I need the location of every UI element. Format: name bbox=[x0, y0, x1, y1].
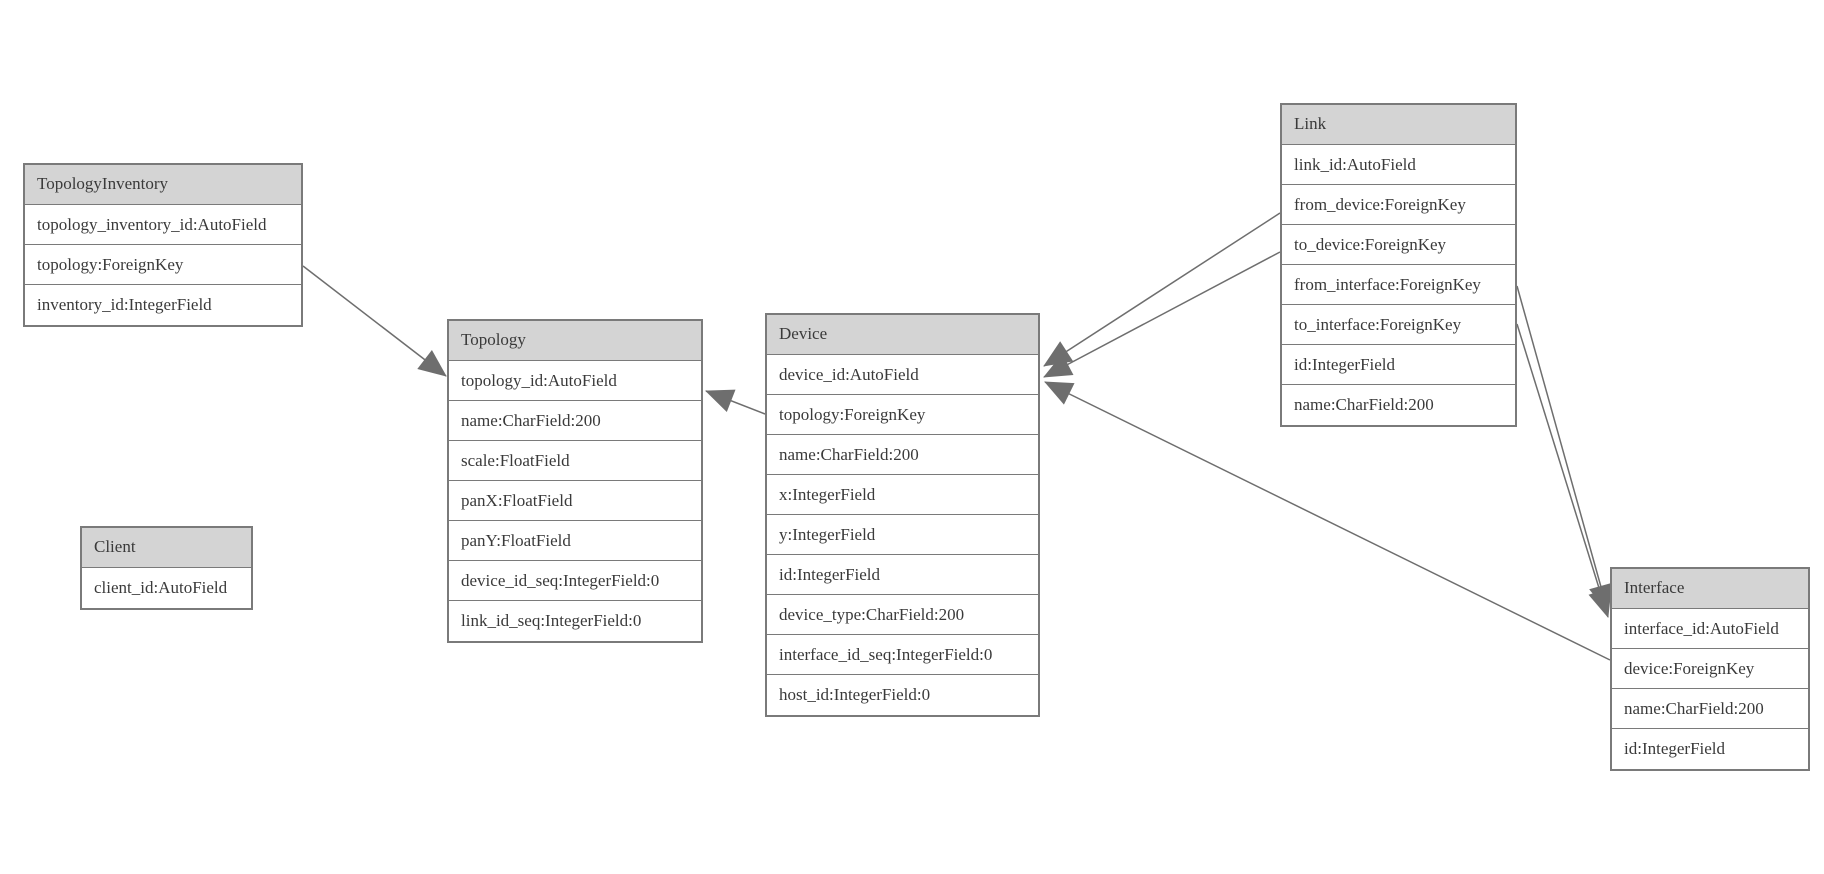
field-row-link: id:IntegerField bbox=[1282, 345, 1515, 385]
field-row-link: from_interface:ForeignKey bbox=[1282, 265, 1515, 305]
field-row-link: to_device:ForeignKey bbox=[1282, 225, 1515, 265]
field-row-topology: device_id_seq:IntegerField:0 bbox=[449, 561, 701, 601]
field-row-topology-inventory: inventory_id:IntegerField bbox=[25, 285, 301, 325]
field-row-device: interface_id_seq:IntegerField:0 bbox=[767, 635, 1038, 675]
field-row-device: topology:ForeignKey bbox=[767, 395, 1038, 435]
field-row-topology: panX:FloatField bbox=[449, 481, 701, 521]
entity-title-client: Client bbox=[82, 528, 251, 568]
field-row-link: name:CharField:200 bbox=[1282, 385, 1515, 425]
field-row-interface: id:IntegerField bbox=[1612, 729, 1808, 769]
field-row-interface: device:ForeignKey bbox=[1612, 649, 1808, 689]
field-row-topology: link_id_seq:IntegerField:0 bbox=[449, 601, 701, 641]
field-row-client: client_id:AutoField bbox=[82, 568, 251, 608]
field-row-topology: name:CharField:200 bbox=[449, 401, 701, 441]
field-row-device: y:IntegerField bbox=[767, 515, 1038, 555]
field-row-interface: name:CharField:200 bbox=[1612, 689, 1808, 729]
field-row-link: from_device:ForeignKey bbox=[1282, 185, 1515, 225]
edge-device-topology-fk bbox=[705, 389, 766, 415]
field-row-topology: scale:FloatField bbox=[449, 441, 701, 481]
field-row-topology-inventory: topology_inventory_id:AutoField bbox=[25, 205, 301, 245]
field-row-link: to_interface:ForeignKey bbox=[1282, 305, 1515, 345]
entity-title-device: Device bbox=[767, 315, 1038, 355]
field-row-device: name:CharField:200 bbox=[767, 435, 1038, 475]
field-row-device: host_id:IntegerField:0 bbox=[767, 675, 1038, 715]
edge-link-from_interface-fk bbox=[1516, 285, 1613, 613]
entity-title-topology: Topology bbox=[449, 321, 701, 361]
field-row-device: id:IntegerField bbox=[767, 555, 1038, 595]
edge-link-from_device-fk bbox=[1043, 212, 1281, 367]
edge-topologyinventory-topology-fk bbox=[302, 265, 447, 377]
field-row-topology: topology_id:AutoField bbox=[449, 361, 701, 401]
entity-client: Client client_id:AutoField bbox=[80, 526, 253, 610]
entity-title-topology-inventory: TopologyInventory bbox=[25, 165, 301, 205]
field-row-interface: interface_id:AutoField bbox=[1612, 609, 1808, 649]
field-row-device: x:IntegerField bbox=[767, 475, 1038, 515]
field-row-link: link_id:AutoField bbox=[1282, 145, 1515, 185]
field-row-topology: panY:FloatField bbox=[449, 521, 701, 561]
entity-title-interface: Interface bbox=[1612, 569, 1808, 609]
entity-title-link: Link bbox=[1282, 105, 1515, 145]
field-row-device: device_id:AutoField bbox=[767, 355, 1038, 395]
edge-link-to_interface-fk bbox=[1516, 323, 1612, 618]
field-row-device: device_type:CharField:200 bbox=[767, 595, 1038, 635]
entity-topology-inventory: TopologyInventory topology_inventory_id:… bbox=[23, 163, 303, 327]
field-row-topology-inventory: topology:ForeignKey bbox=[25, 245, 301, 285]
edge-link-to_device-fk bbox=[1043, 251, 1281, 378]
